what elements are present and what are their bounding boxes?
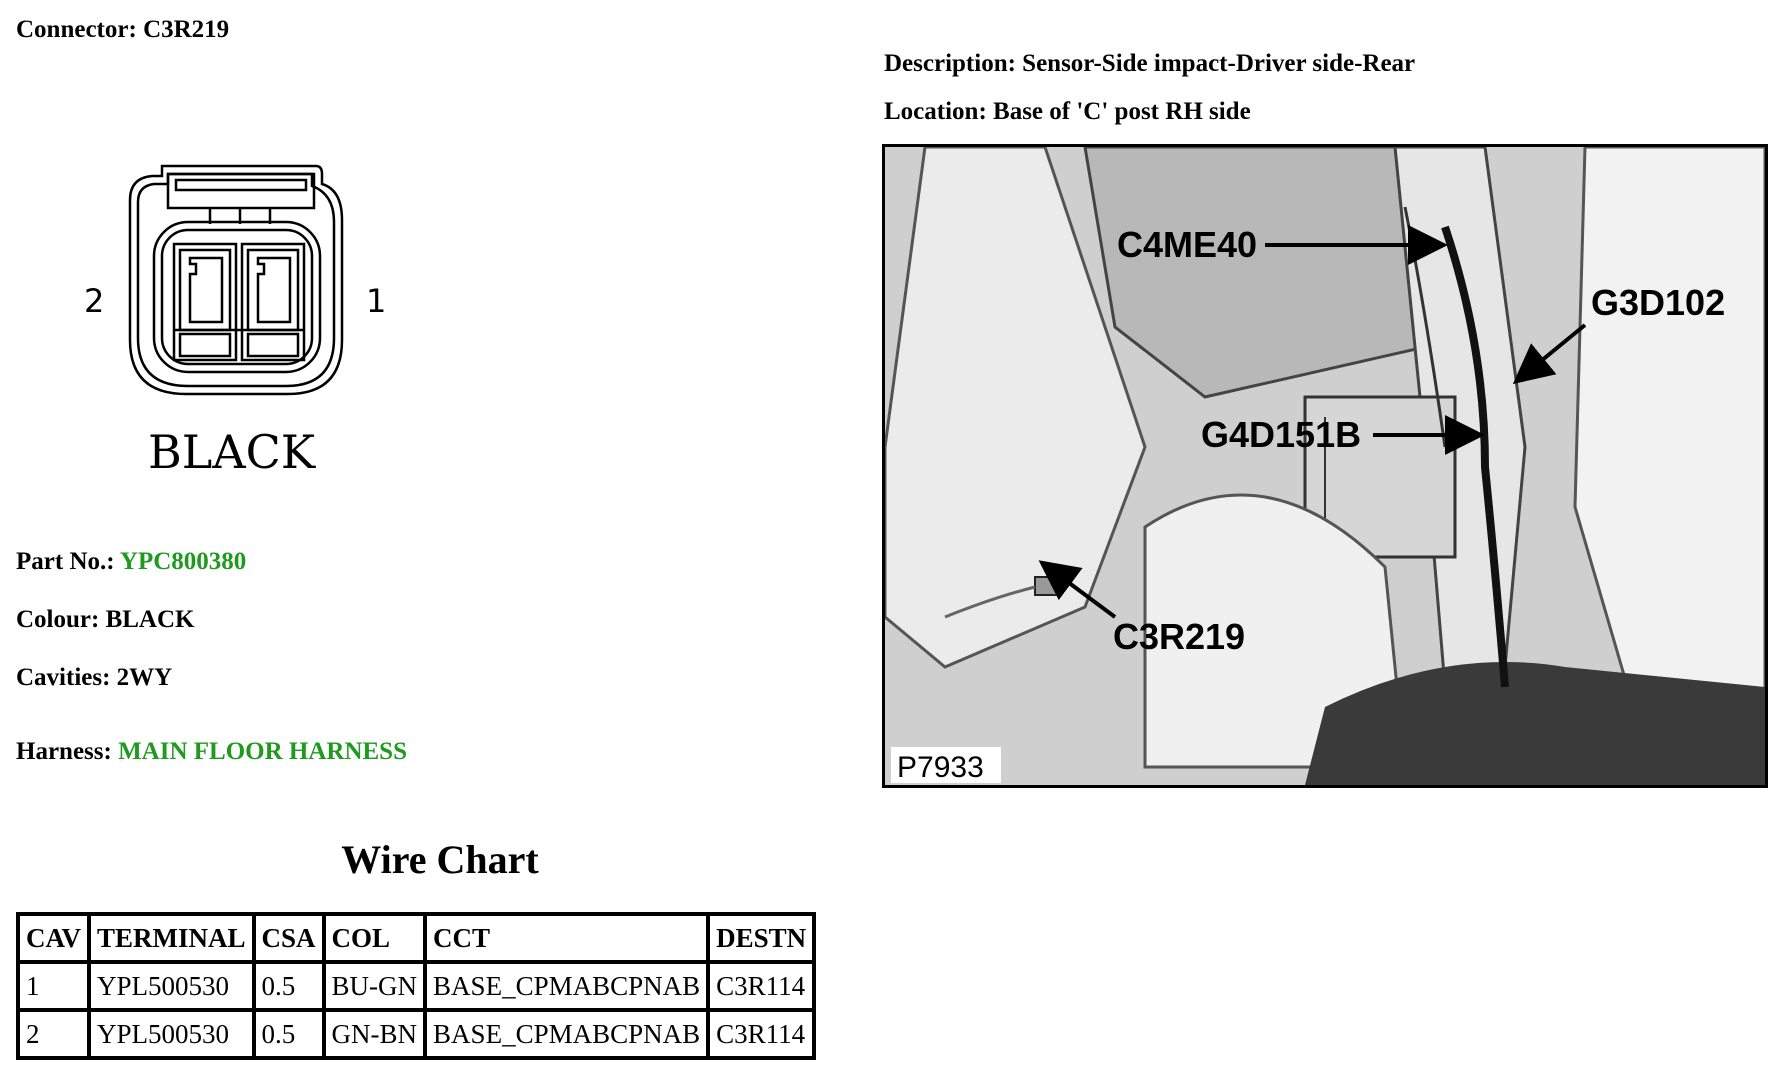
location-label: Location: <box>884 98 987 125</box>
harness-value[interactable]: MAIN FLOOR HARNESS <box>118 738 407 765</box>
header-cct: CCT <box>423 912 711 964</box>
pin-label-2: 2 <box>84 282 104 320</box>
callout-c4me40: C4ME40 <box>1117 224 1257 265</box>
pin-label-1: 1 <box>366 282 386 320</box>
colour-value: BLACK <box>105 606 195 633</box>
location-photo: C4ME40 G3D102 G4D151B C3R219 P7933 <box>882 144 1768 788</box>
callout-c3r219: C3R219 <box>1113 616 1245 657</box>
location-line: Location: Base of 'C' post RH side <box>884 98 1251 126</box>
cell-cav: 2 <box>15 1008 92 1060</box>
cell-cct: BASE_CPMABCPNAB <box>423 960 711 1012</box>
part-no-line: Part No.: YPC800380 <box>16 548 246 576</box>
header-destn: DESTN <box>706 912 817 964</box>
cell-csa: 0.5 <box>251 1008 326 1060</box>
cell-destn: C3R114 <box>706 1008 817 1060</box>
colour-line: Colour: BLACK <box>16 606 194 634</box>
harness-line: Harness: MAIN FLOOR HARNESS <box>16 738 407 766</box>
cell-col: BU-GN <box>321 960 428 1012</box>
location-illustration: C4ME40 G3D102 G4D151B C3R219 P7933 <box>885 147 1765 785</box>
description-label: Description: <box>884 50 1016 77</box>
photo-ref-label: P7933 <box>897 751 984 784</box>
part-no-label: Part No.: <box>16 548 115 575</box>
description-line: Description: Sensor-Side impact-Driver s… <box>884 50 1415 78</box>
connector-label: Connector: <box>16 16 137 43</box>
cell-csa: 0.5 <box>251 960 326 1012</box>
wire-chart-title: Wire Chart <box>341 837 539 882</box>
cell-cct: BASE_CPMABCPNAB <box>423 1008 711 1060</box>
cavities-line: Cavities: 2WY <box>16 664 172 692</box>
header-col: COL <box>321 912 428 964</box>
connector-face-diagram: 2 1 BLACK <box>84 164 386 479</box>
cell-destn: C3R114 <box>706 960 817 1012</box>
diagram-colour-text: BLACK <box>148 425 317 479</box>
callout-g3d102: G3D102 <box>1591 282 1725 323</box>
table-row: 1 YPL500530 0.5 BU-GN BASE_CPMABCPNAB C3… <box>15 960 817 1012</box>
header-cav: CAV <box>15 912 92 964</box>
connector-heading: Connector: C3R219 <box>16 16 229 44</box>
table-row: 2 YPL500530 0.5 GN-BN BASE_CPMABCPNAB C3… <box>15 1008 817 1060</box>
description-value: Sensor-Side impact-Driver side-Rear <box>1022 50 1416 77</box>
callout-g4d151b: G4D151B <box>1201 414 1361 455</box>
header-terminal: TERMINAL <box>87 912 256 964</box>
colour-label: Colour: <box>16 606 100 633</box>
cell-terminal: YPL500530 <box>87 1008 256 1060</box>
location-value: Base of 'C' post RH side <box>993 98 1251 125</box>
cavities-label: Cavities: <box>16 664 111 691</box>
cell-col: GN-BN <box>321 1008 428 1060</box>
part-no-value[interactable]: YPC800380 <box>119 548 247 575</box>
cell-cav: 1 <box>15 960 92 1012</box>
connector-value: C3R219 <box>143 16 230 43</box>
cell-terminal: YPL500530 <box>87 960 256 1012</box>
harness-label: Harness: <box>16 738 112 765</box>
wire-chart-header-row: CAV TERMINAL CSA COL CCT DESTN <box>15 912 817 964</box>
wire-chart-table: CAV TERMINAL CSA COL CCT DESTN 1 YPL5005… <box>15 912 817 1060</box>
header-csa: CSA <box>251 912 326 964</box>
cavities-value: 2WY <box>116 664 173 691</box>
